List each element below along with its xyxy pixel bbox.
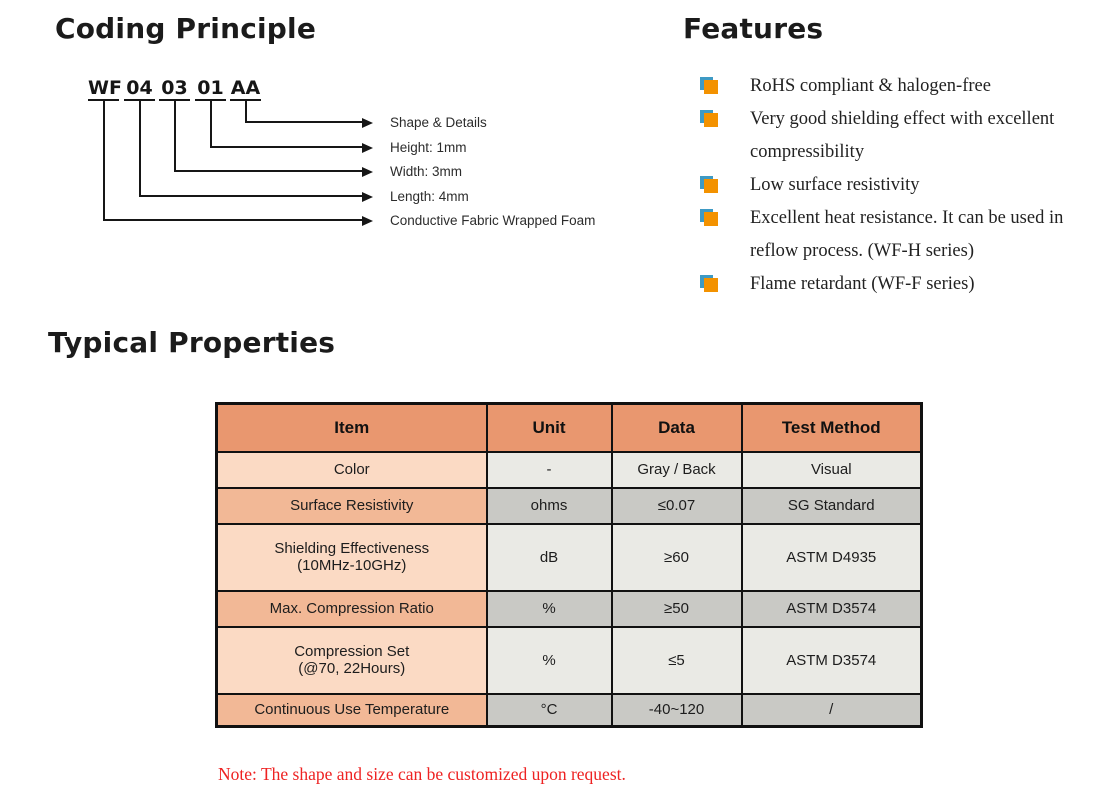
code-segment-03: 03 [159,78,190,101]
coding-diagram: WF 04 03 01 AA Shape & Details Height: 1… [88,78,708,248]
cell-unit: °C [485,692,613,728]
code-segment-01: 01 [195,78,226,101]
table-header-row: Item Unit Data Test Method [215,402,923,453]
bullet-icon [700,110,750,130]
cell-item: Compression Set (@70, 22Hours) [215,625,488,695]
connector-line-04 [139,101,362,197]
code-label-height: Height: 1mm [390,140,467,155]
feature-text: Flame retardant (WF-F series) [750,274,975,294]
cell-data: ≥60 [610,522,743,592]
connector-line-03 [174,101,362,172]
arrow-right-icon [362,118,373,128]
features-title: Features [683,12,824,45]
cell-data: ≤0.07 [610,486,743,525]
cell-item: Color [215,450,488,489]
customization-note: Note: The shape and size can be customiz… [218,764,626,784]
coding-principle-title: Coding Principle [55,12,317,45]
feature-text: Very good shielding effect with excellen… [750,109,1055,162]
code-segment-wf: WF [88,77,122,101]
cell-unit: dB [485,522,613,592]
code-segment-aa: AA [230,77,261,101]
cell-data: Gray / Back [610,450,743,489]
cell-test-method: Visual [740,450,923,489]
column-header-data: Data [610,402,743,453]
table-row-compression-set: Compression Set (@70, 22Hours) % ≤5 ASTM… [215,625,923,695]
cell-data: -40~120 [610,692,743,728]
column-header-unit: Unit [485,402,613,453]
bullet-icon [700,77,750,97]
connector-line-01 [210,101,362,148]
column-header-item: Item [215,402,488,453]
cell-test-method: ASTM D4935 [740,522,923,592]
code-label-length: Length: 4mm [390,189,469,204]
table-row-continuous-use-temperature: Continuous Use Temperature °C -40~120 / [215,692,923,728]
table-row-surface-resistivity: Surface Resistivity ohms ≤0.07 SG Standa… [215,486,923,525]
connector-line-aa [245,101,362,123]
typical-properties-table: Item Unit Data Test Method Color - Gray … [215,402,923,728]
table-row-shielding-effectiveness: Shielding Effectiveness (10MHz-10GHz) dB… [215,522,923,592]
cell-unit: - [485,450,613,489]
column-header-test-method: Test Method [740,402,923,453]
typical-properties-title: Typical Properties [48,326,336,359]
feature-text: Excellent heat resistance. It can be use… [750,208,1064,261]
feature-text: RoHS compliant & halogen-free [750,76,991,96]
arrow-right-icon [362,192,373,202]
connector-line-wf [103,101,362,221]
arrow-right-icon [362,216,373,226]
code-label-width: Width: 3mm [390,164,463,179]
cell-data: ≥50 [610,589,743,628]
table-row-max-compression-ratio: Max. Compression Ratio % ≥50 ASTM D3574 [215,589,923,628]
cell-item: Surface Resistivity [215,486,488,525]
arrow-right-icon [362,167,373,177]
features-list: RoHS compliant & halogen-free Very good … [700,70,1085,301]
cell-unit: ohms [485,486,613,525]
cell-item: Shielding Effectiveness (10MHz-10GHz) [215,522,488,592]
cell-item: Continuous Use Temperature [215,692,488,728]
bullet-icon [700,176,750,196]
arrow-right-icon [362,143,373,153]
cell-item: Max. Compression Ratio [215,589,488,628]
feature-item: Low surface resistivity [700,169,1085,202]
code-label-shape: Shape & Details [390,115,487,130]
feature-item: RoHS compliant & halogen-free [700,70,1085,103]
feature-item: Very good shielding effect with excellen… [700,103,1085,169]
cell-test-method: SG Standard [740,486,923,525]
cell-test-method: ASTM D3574 [740,589,923,628]
feature-text: Low surface resistivity [750,175,920,195]
cell-unit: % [485,589,613,628]
code-segment-04: 04 [124,78,155,101]
feature-item: Flame retardant (WF-F series) [700,268,1085,301]
table-row-color: Color - Gray / Back Visual [215,450,923,489]
cell-test-method: / [740,692,923,728]
feature-item: Excellent heat resistance. It can be use… [700,202,1085,268]
bullet-icon [700,209,750,229]
cell-unit: % [485,625,613,695]
cell-test-method: ASTM D3574 [740,625,923,695]
cell-data: ≤5 [610,625,743,695]
code-label-material: Conductive Fabric Wrapped Foam [390,213,596,228]
bullet-icon [700,275,750,295]
